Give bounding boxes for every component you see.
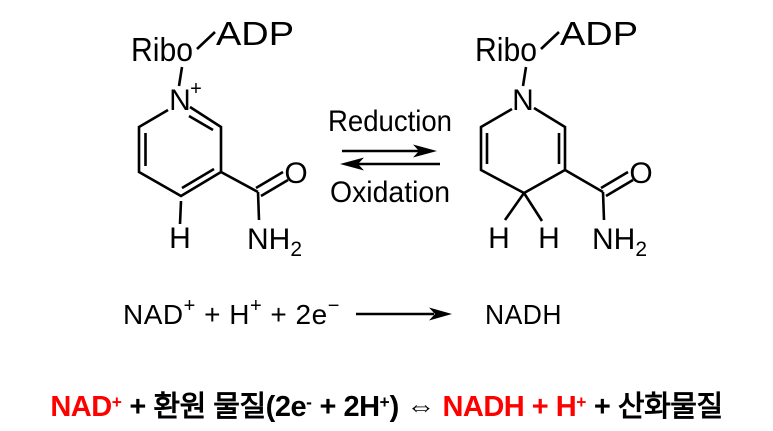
nad-carbonyl-double-bond [255,170,289,198]
nad-ring-bonds [137,105,223,198]
nadh-hydrogen-left-label: H [488,222,510,255]
nad-ribose-label: Ribo [131,31,193,68]
nadh-structure: Ribo ADP N H H O NH2 [475,15,653,261]
summary-nadh: NADH + H+ [442,391,586,423]
equation-electrons: + 2e [262,299,328,330]
summary-middle-1-sup: - [306,392,312,412]
summary-middle-3: ) ⇔ [389,390,443,423]
equilibrium-block: Reduction Oxidation [328,105,452,209]
nad-amide-label: NH2 [247,223,302,261]
reduction-label: Reduction [328,105,452,138]
nad-substituent-bonds [177,31,261,225]
nad-nitrogen-label: N [169,84,191,117]
nad-amide-nh: NH [247,223,290,256]
nadh-amide-label: NH2 [592,223,647,261]
nadh-amide-nh: NH [592,223,635,256]
equation-arrow [356,307,452,321]
nadh-ribose-label: Ribo [475,31,537,68]
reverse-arrowhead-icon [340,157,364,171]
nad-oxygen-label: O [284,157,307,190]
equation-reactants: NAD+ + H+ + 2e− [123,295,340,330]
summary-middle-2: + 2H [311,390,380,423]
forward-arrowhead-icon [413,144,437,158]
summary-middle: + 환원 물질(2e- + 2H+) ⇔ [122,391,443,423]
nad-adp-label: ADP [216,15,294,52]
equation-h: + H [196,299,250,330]
nadh-nitrogen-label: N [512,84,534,117]
nadh-double-bond-inner-lines [485,133,561,164]
nadh-oxygen-label: O [629,157,652,190]
nadh-substituent-bonds [503,31,606,222]
nadh-hydrogen-right-label: H [538,222,560,255]
nad-ring-hydrogen-label: H [169,222,191,255]
summary-nad-sup: + [111,392,122,412]
nadh-ring-bonds [479,106,567,195]
equation-h-sup: + [250,295,262,317]
summary-nad: NAD+ [50,391,122,423]
equilibrium-forward-arrow [342,144,437,158]
summary-nadh-sup: + [576,392,587,412]
equation-electrons-sup: − [328,295,340,317]
equation-arrowhead-icon [429,307,452,321]
nadh-amide-subscript: 2 [635,238,647,261]
equilibrium-reverse-arrow [340,157,440,171]
nadh-adp-label: ADP [560,15,638,52]
nad-double-bond-inner-lines [144,114,215,190]
summary-middle-2-sup: + [379,392,390,412]
equation-row: NAD+ + H+ + 2e− NADH [123,295,562,330]
summary-nadh-text: NADH + H [442,390,577,423]
nadh-carbonyl-double-bond [600,170,634,198]
summary-nad-text: NAD [50,390,112,423]
equation-nad-sup: + [184,295,196,317]
nad-nitrogen-charge: + [190,78,202,100]
nad-amide-subscript: 2 [290,238,302,261]
summary-middle-1: + 환원 물질(2e [121,390,307,423]
equation-product: NADH [485,299,562,330]
summary-tail: + 산화물질 [586,390,723,423]
oxidation-label: Oxidation [330,176,450,209]
equation-nad: NAD [123,299,184,330]
summary-line: NAD+ + 환원 물질(2e- + 2H+) ⇔ NADH + H+ + 산화… [0,384,773,425]
nad-plus-structure: Ribo ADP N + H O NH2 [131,15,308,261]
